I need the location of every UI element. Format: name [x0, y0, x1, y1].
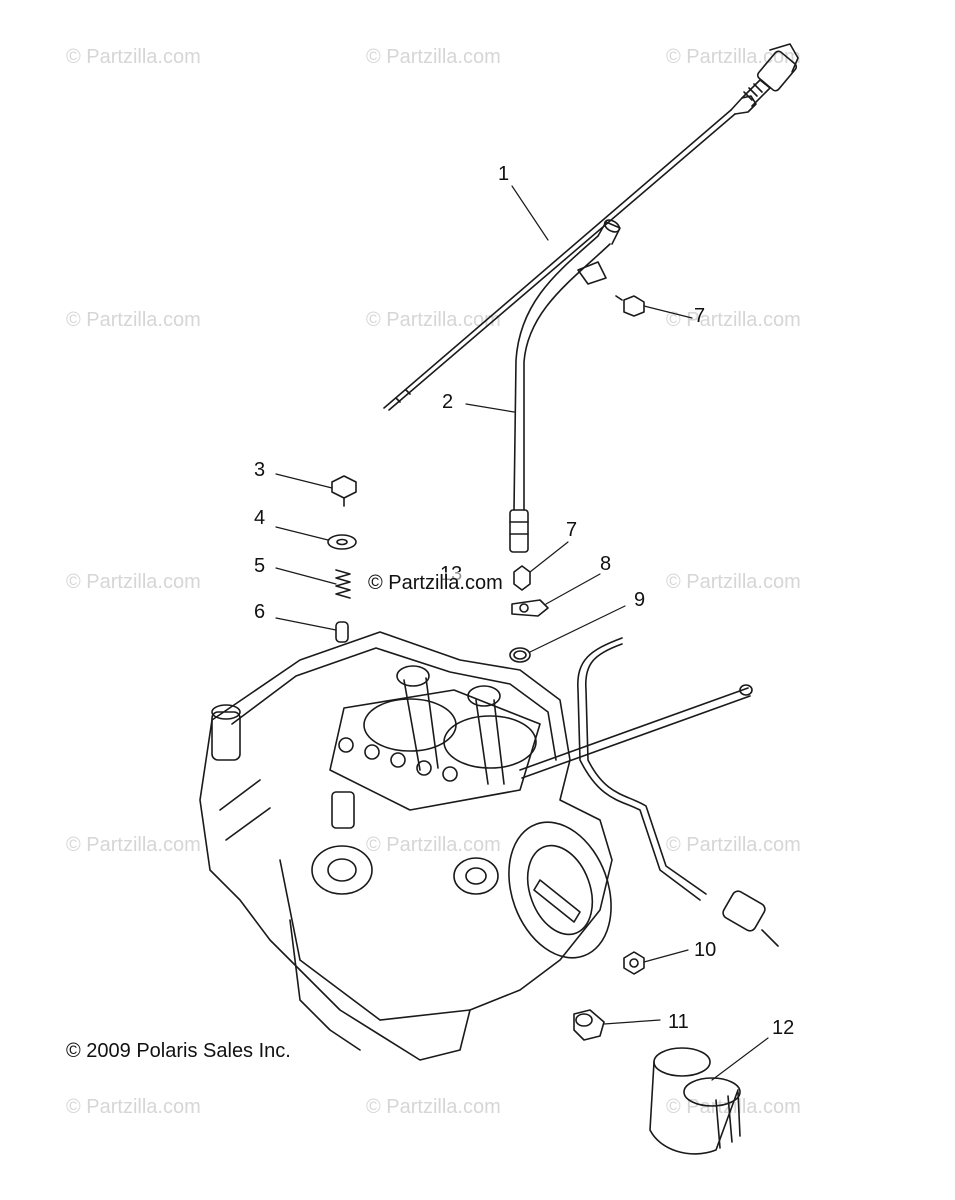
watermark: © Partzilla.com	[66, 46, 201, 68]
spring-icon[interactable]	[335, 569, 351, 599]
callout-7-upper: 7	[694, 305, 706, 327]
screw-icon[interactable]	[615, 295, 645, 317]
watermark: © Partzilla.com	[66, 309, 201, 331]
callout-10: 10	[694, 939, 717, 961]
callout-3: 3	[254, 459, 266, 481]
pin-icon[interactable]	[335, 621, 349, 643]
copyright-notice: © 2009 Polaris Sales Inc.	[66, 1040, 291, 1062]
watermark: © Partzilla.com	[666, 571, 801, 593]
watermark: © Partzilla.com	[666, 309, 801, 331]
callout-7-lower: 7	[566, 519, 578, 541]
o-ring-icon[interactable]	[509, 647, 531, 663]
callout-9: 9	[634, 589, 646, 611]
oil-filter-icon[interactable]	[649, 1047, 741, 1155]
callout-6: 6	[254, 601, 266, 623]
center-watermark: © Partzilla.com	[368, 572, 503, 595]
callout-11: 11	[668, 1011, 689, 1033]
watermark: © Partzilla.com	[366, 46, 501, 68]
callout-12: 12	[772, 1017, 795, 1039]
watermark: © Partzilla.com	[366, 309, 501, 331]
callout-4: 4	[254, 507, 266, 529]
nut-icon[interactable]	[623, 951, 645, 975]
watermark: © Partzilla.com	[66, 834, 201, 856]
callout-2: 2	[442, 391, 454, 413]
callout-1: 1	[498, 163, 510, 185]
watermark: © Partzilla.com	[666, 1096, 801, 1118]
watermark: © Partzilla.com	[66, 1096, 201, 1118]
watermark: © Partzilla.com	[666, 834, 801, 856]
callout-5: 5	[254, 555, 266, 577]
oil-pickup-tube	[519, 637, 779, 947]
watermark: © Partzilla.com	[366, 1096, 501, 1118]
tube-icon[interactable]	[509, 218, 621, 553]
watermark: © Partzilla.com	[66, 571, 201, 593]
bracket-icon[interactable]	[511, 599, 549, 617]
washer-icon[interactable]	[327, 534, 357, 550]
crankcase-icon	[199, 631, 613, 1061]
leader-lines	[275, 185, 769, 1081]
screw-icon[interactable]	[513, 565, 531, 591]
bolt-icon[interactable]	[331, 475, 357, 507]
callout-8: 8	[600, 553, 612, 575]
fitting-icon[interactable]	[573, 1009, 605, 1041]
watermark: © Partzilla.com	[366, 834, 501, 856]
dipstick-icon[interactable]	[383, 43, 799, 411]
